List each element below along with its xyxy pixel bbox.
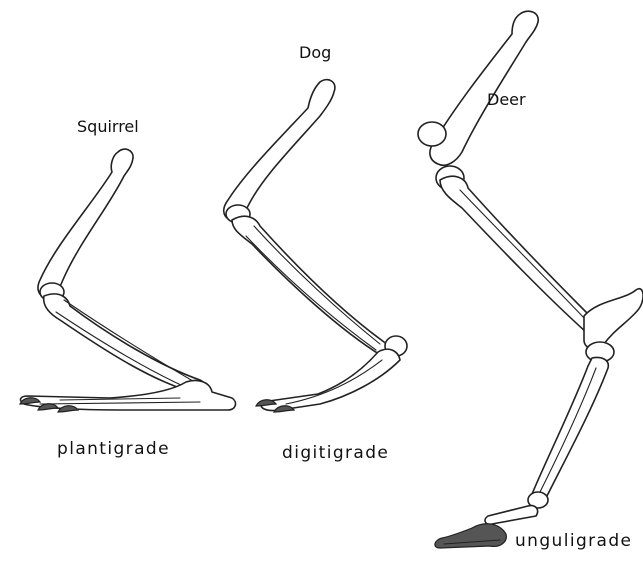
deer-femur	[430, 11, 538, 165]
label-dog: Dog	[299, 45, 331, 61]
squirrel-femur	[38, 149, 133, 298]
squirrel-limb-skeleton	[20, 149, 235, 412]
deer-limb-skeleton	[418, 11, 643, 548]
dog-femur	[224, 80, 335, 221]
label-unguligrade: unguligrade	[515, 533, 632, 550]
deer-pastern	[485, 506, 538, 525]
label-squirrel: Squirrel	[77, 119, 139, 135]
squirrel-tibia	[44, 294, 206, 394]
dog-foot	[261, 349, 400, 410]
deer-hock	[584, 289, 643, 349]
dog-limb-skeleton	[224, 80, 407, 412]
dog-tibia	[232, 216, 389, 356]
label-deer: Deer	[487, 92, 526, 108]
deer-hip-joint	[418, 122, 446, 146]
label-plantigrade: plantigrade	[57, 441, 170, 458]
label-digitigrade: digitigrade	[282, 445, 389, 462]
deer-tibia	[440, 176, 594, 332]
